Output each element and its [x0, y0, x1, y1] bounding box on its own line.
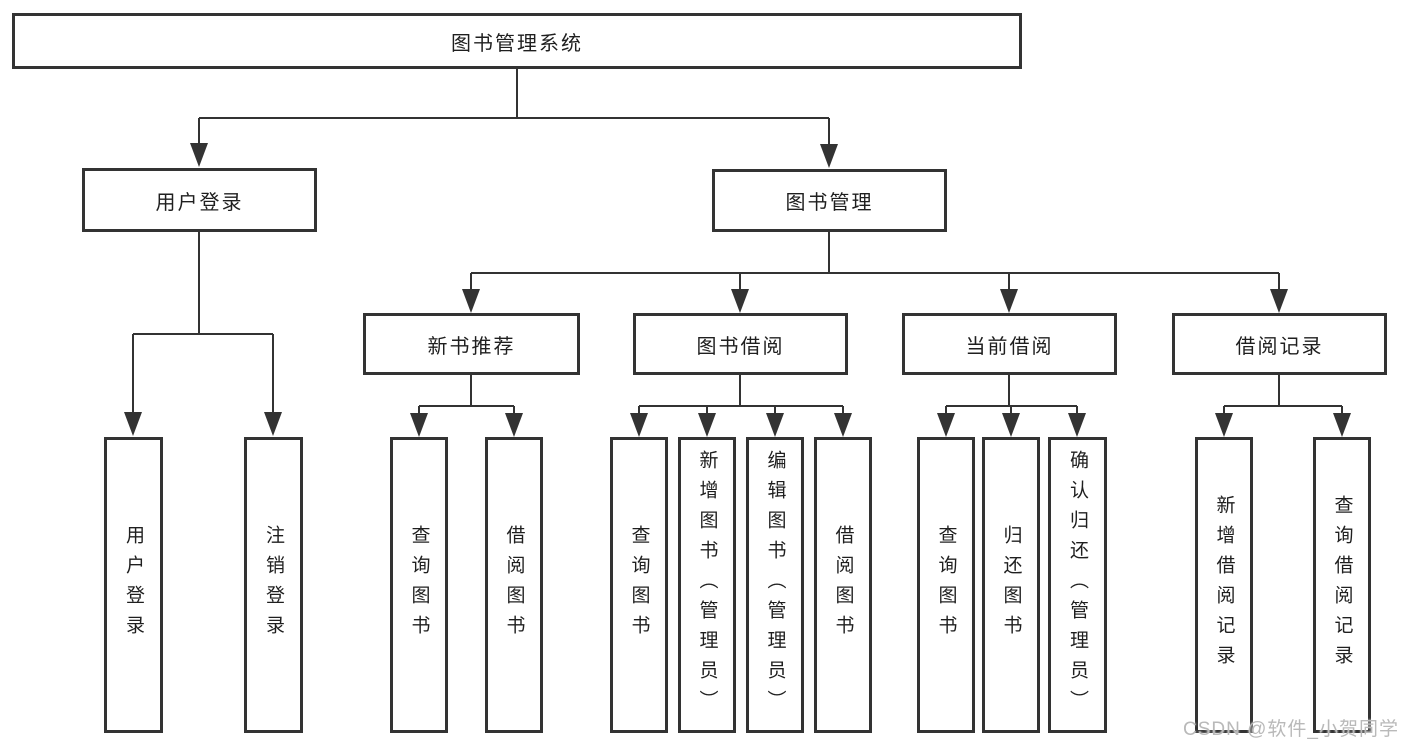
arrowhead-icon: [264, 412, 282, 436]
arrowhead-icon: [1068, 413, 1086, 437]
leaf-query-books-borrow: 查询图书: [610, 437, 668, 733]
leaf-query-books-borrow-label: 查询图书: [628, 525, 650, 645]
arrowhead-icon: [731, 289, 749, 313]
arrowhead-icon: [1270, 289, 1288, 313]
leaf-return-book-label: 归还图书: [1000, 525, 1022, 645]
arrowhead-icon: [937, 413, 955, 437]
node-user-login-label: 用户登录: [155, 191, 244, 214]
leaf-user-login: 用户登录: [104, 437, 163, 733]
branch-book-management: [462, 232, 1288, 313]
node-user-login: 用户登录: [82, 168, 317, 232]
leaf-query-books-current: 查询图书: [917, 437, 975, 733]
arrowhead-icon: [630, 413, 648, 437]
branch-book-borrow: [630, 375, 852, 437]
node-book-borrow: 图书借阅: [633, 313, 848, 375]
arrowhead-icon: [1333, 413, 1351, 437]
leaf-query-books-current-label: 查询图书: [935, 525, 957, 645]
node-new-book-recommend-label: 新书推荐: [427, 335, 516, 358]
arrowhead-icon: [766, 413, 784, 437]
leaf-return-book: 归还图书: [982, 437, 1040, 733]
arrowhead-icon: [834, 413, 852, 437]
leaf-borrow-books-borrow-label: 借阅图书: [832, 525, 854, 645]
arrowhead-icon: [1002, 413, 1020, 437]
node-borrow-records-label: 借阅记录: [1235, 335, 1324, 358]
node-book-borrow-label: 图书借阅: [696, 335, 785, 358]
leaf-borrow-books-borrow: 借阅图书: [814, 437, 872, 733]
branch-borrow-records: [1215, 375, 1351, 437]
leaf-borrow-books-recommend: 借阅图书: [485, 437, 543, 733]
leaf-query-borrow-record: 查询借阅记录: [1313, 437, 1371, 733]
leaf-add-book-admin: 新增图书（管理员）: [678, 437, 736, 733]
leaf-borrow-books-recommend-label: 借阅图书: [503, 525, 525, 645]
leaf-add-borrow-record-label: 新增借阅记录: [1213, 495, 1235, 675]
branch-root-to-level2: [190, 68, 838, 168]
arrowhead-icon: [820, 144, 838, 168]
node-borrow-records: 借阅记录: [1172, 313, 1387, 375]
arrowhead-icon: [505, 413, 523, 437]
branch-current-borrow: [937, 375, 1086, 437]
leaf-logout-label: 注销登录: [263, 525, 284, 645]
leaf-query-borrow-record-label: 查询借阅记录: [1331, 495, 1353, 675]
arrowhead-icon: [190, 143, 208, 167]
leaf-add-book-admin-label: 新增图书（管理员）: [696, 450, 718, 720]
node-book-management: 图书管理: [712, 169, 947, 232]
branch-user-login: [124, 232, 282, 436]
arrowhead-icon: [698, 413, 716, 437]
branch-new-book-recommend: [410, 375, 523, 437]
leaf-add-borrow-record: 新增借阅记录: [1195, 437, 1253, 733]
leaf-edit-book-admin: 编辑图书（管理员）: [746, 437, 804, 733]
arrowhead-icon: [1000, 289, 1018, 313]
leaf-logout: 注销登录: [244, 437, 303, 733]
node-current-borrow: 当前借阅: [902, 313, 1117, 375]
leaf-confirm-return-admin-label: 确认归还（管理员）: [1067, 450, 1088, 720]
leaf-query-books-recommend: 查询图书: [390, 437, 448, 733]
node-current-borrow-label: 当前借阅: [965, 335, 1054, 358]
node-root: 图书管理系统: [12, 13, 1022, 69]
csdn-watermark: CSDN @软件_小贺同学: [1183, 719, 1399, 740]
node-new-book-recommend: 新书推荐: [363, 313, 580, 375]
leaf-user-login-label: 用户登录: [123, 525, 144, 645]
arrowhead-icon: [1215, 413, 1233, 437]
node-root-label: 图书管理系统: [451, 32, 583, 55]
arrowhead-icon: [462, 289, 480, 313]
arrowhead-icon: [124, 412, 142, 436]
leaf-edit-book-admin-label: 编辑图书（管理员）: [764, 450, 786, 720]
node-book-management-label: 图书管理: [785, 192, 874, 214]
leaf-query-books-recommend-label: 查询图书: [408, 525, 430, 645]
arrowhead-icon: [410, 413, 428, 437]
leaf-confirm-return-admin: 确认归还（管理员）: [1048, 437, 1107, 733]
